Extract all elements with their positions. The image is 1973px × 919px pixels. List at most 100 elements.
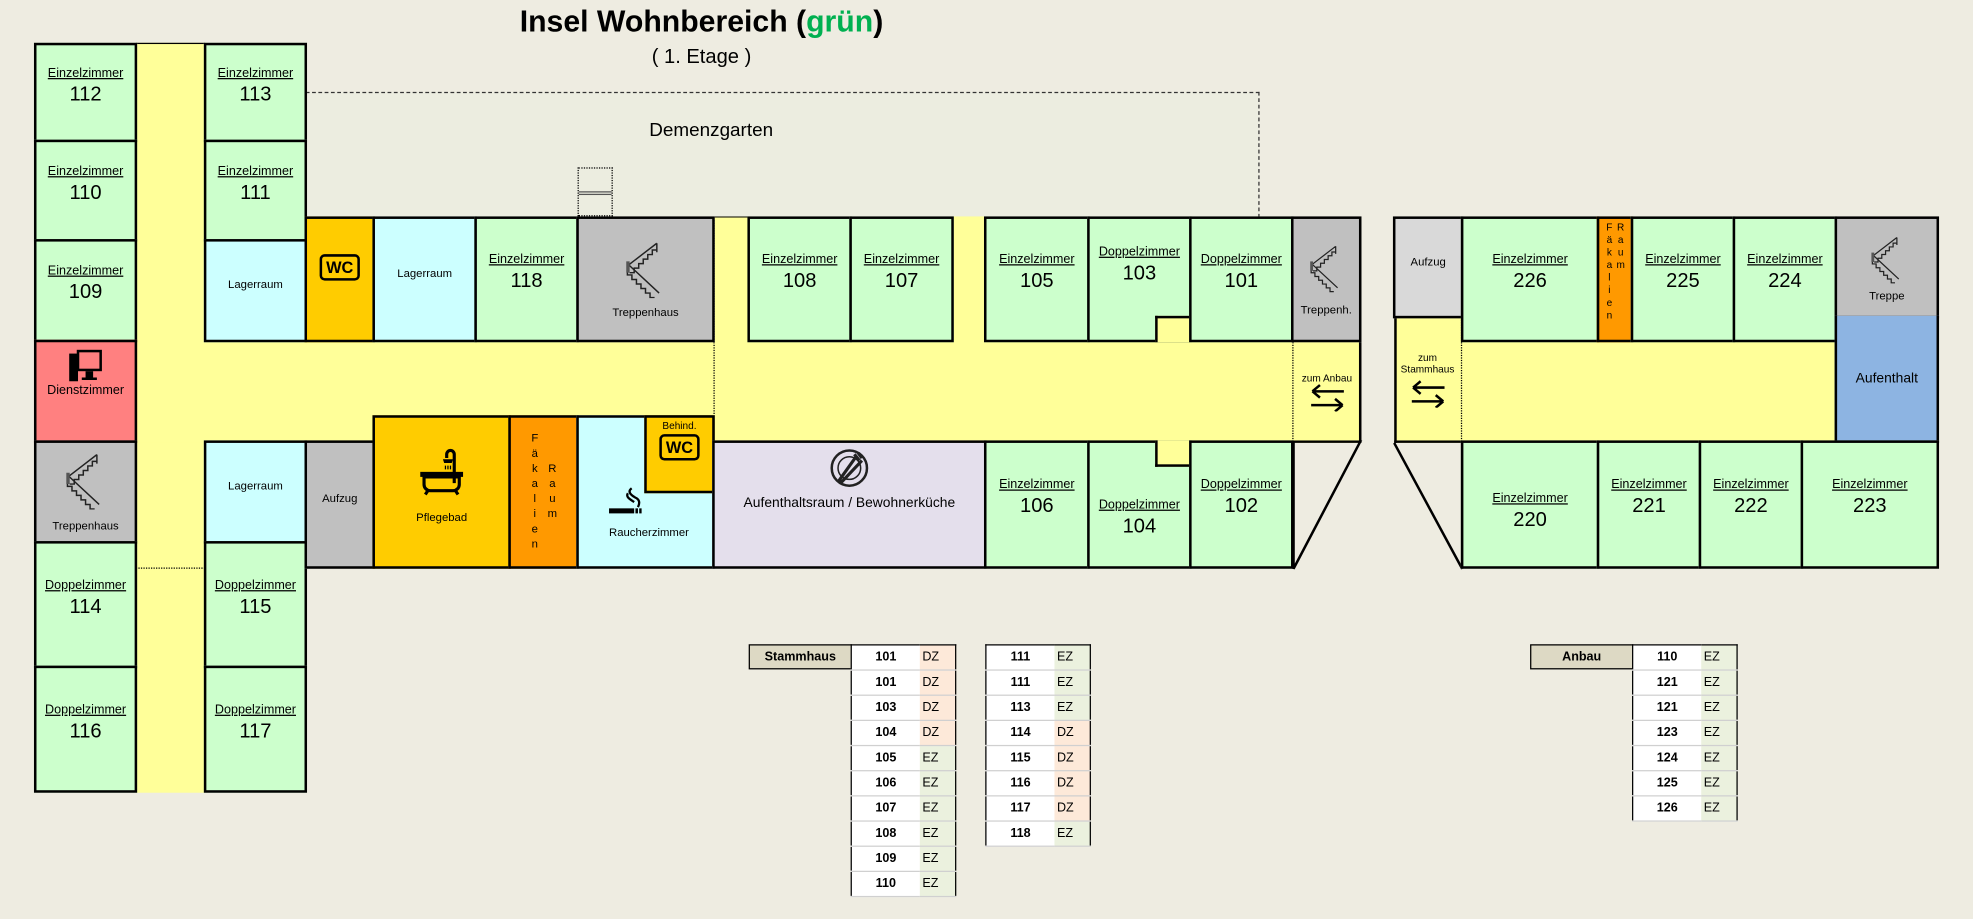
treppenhaus-right[interactable]: Treppenh. <box>1291 216 1362 343</box>
lagerraum-1[interactable]: Lagerraum <box>203 239 308 343</box>
wc[interactable]: WC <box>304 216 375 343</box>
room-label: Aufenthaltsraum / Bewohnerküche <box>743 495 956 511</box>
room-label: Treppe <box>1869 288 1905 302</box>
faekalien-raum-anbau[interactable]: Fäkalien Raum <box>1596 216 1634 343</box>
room-number: 104 <box>1122 515 1157 538</box>
room-number-cell: 110 <box>851 871 920 898</box>
wc-icon: WC <box>319 254 360 281</box>
dienstzimmer[interactable]: Dienstzimmer <box>33 339 138 443</box>
room-number: 102 <box>1224 495 1259 518</box>
link-to-stammhaus[interactable]: zum Stammhaus <box>1394 317 1463 442</box>
room-number-cell: 123 <box>1632 720 1702 747</box>
aufzug-anbau[interactable]: Aufzug <box>1392 216 1464 319</box>
smoking-icon <box>609 486 642 519</box>
lagerraum-2[interactable]: Lagerraum <box>372 216 477 343</box>
corridor-divider <box>713 340 715 417</box>
pflegebad[interactable]: Pflegebad <box>372 415 511 569</box>
lagerraum-3[interactable]: Lagerraum <box>203 440 308 544</box>
aufzug[interactable]: Aufzug <box>304 440 375 569</box>
link-to-anbau[interactable]: zum Anbau <box>1292 340 1360 442</box>
room-type-cell: EZ <box>1701 695 1738 722</box>
room-number-cell: 125 <box>1632 770 1702 797</box>
treppenhaus-center[interactable]: Treppenhaus <box>576 216 715 343</box>
wall-angled-anbau <box>1392 440 1465 570</box>
behind-wc[interactable]: Behind. WC <box>644 415 715 494</box>
aufenthalt-anbau[interactable]: Aufenthalt <box>1834 315 1940 443</box>
room-number-cell: 126 <box>1632 795 1702 822</box>
room-label: Lagerraum <box>397 266 453 280</box>
room-type: Doppelzimmer <box>1200 478 1282 492</box>
room-number: 112 <box>69 83 102 106</box>
corridor-gap-2 <box>952 216 987 343</box>
room-number: 109 <box>68 281 103 304</box>
room-type: Einzelzimmer <box>47 264 124 279</box>
link-label: zum <box>1418 351 1438 364</box>
treppe-anbau[interactable]: Treppe <box>1834 216 1940 319</box>
room-type-cell: EZ <box>919 846 956 873</box>
link-label: Stammhaus <box>1400 363 1455 375</box>
room-number-cell: 114 <box>985 720 1055 747</box>
room-type-cell: DZ <box>919 670 956 696</box>
room-label: Lagerraum <box>228 278 283 291</box>
faekalien-raum[interactable]: Fäkalien Raum <box>508 415 579 569</box>
arrows-icon <box>1308 383 1346 411</box>
room-type: Einzelzimmer <box>999 252 1075 267</box>
room-label: Fäkalien Raum <box>1603 221 1627 323</box>
room-number-cell: 108 <box>851 821 920 847</box>
aufenthaltsraum[interactable]: Aufenthaltsraum / Bewohnerküche <box>712 440 987 569</box>
room-number-cell: 116 <box>985 770 1055 797</box>
room-type: Einzelzimmer <box>999 478 1075 492</box>
room-number: 110 <box>69 181 102 204</box>
room-109[interactable]: Einzelzimmer 109 <box>33 239 138 343</box>
room-label: Treppenhaus <box>612 305 679 319</box>
garden-door[interactable] <box>577 167 613 217</box>
room-label: Aufenthalt <box>1855 370 1918 386</box>
room-type-cell: DZ <box>919 720 956 747</box>
corridor-gap-1 <box>713 216 750 343</box>
stairs-icon <box>1868 233 1906 283</box>
room-number: 221 <box>1632 495 1666 518</box>
room-number: 225 <box>1666 270 1700 292</box>
room-label: Treppenh. <box>1300 303 1352 316</box>
room-type: Doppelzimmer <box>214 702 296 717</box>
stairs-icon <box>63 452 108 510</box>
room-number-cell: 104 <box>851 720 920 747</box>
treppenhaus-left[interactable]: Treppenhaus <box>33 440 138 544</box>
room-number-cell: 101 <box>851 644 920 671</box>
room-number-cell: 103 <box>851 695 920 722</box>
room-type: Einzelzimmer <box>1492 491 1568 506</box>
room-number-cell: 111 <box>985 644 1055 671</box>
room-number: 101 <box>1224 270 1259 292</box>
room-102[interactable]: Doppelzimmer 102 <box>1189 440 1294 569</box>
room-type-cell: EZ <box>919 795 956 822</box>
room-number-cell: 121 <box>1632 695 1702 722</box>
